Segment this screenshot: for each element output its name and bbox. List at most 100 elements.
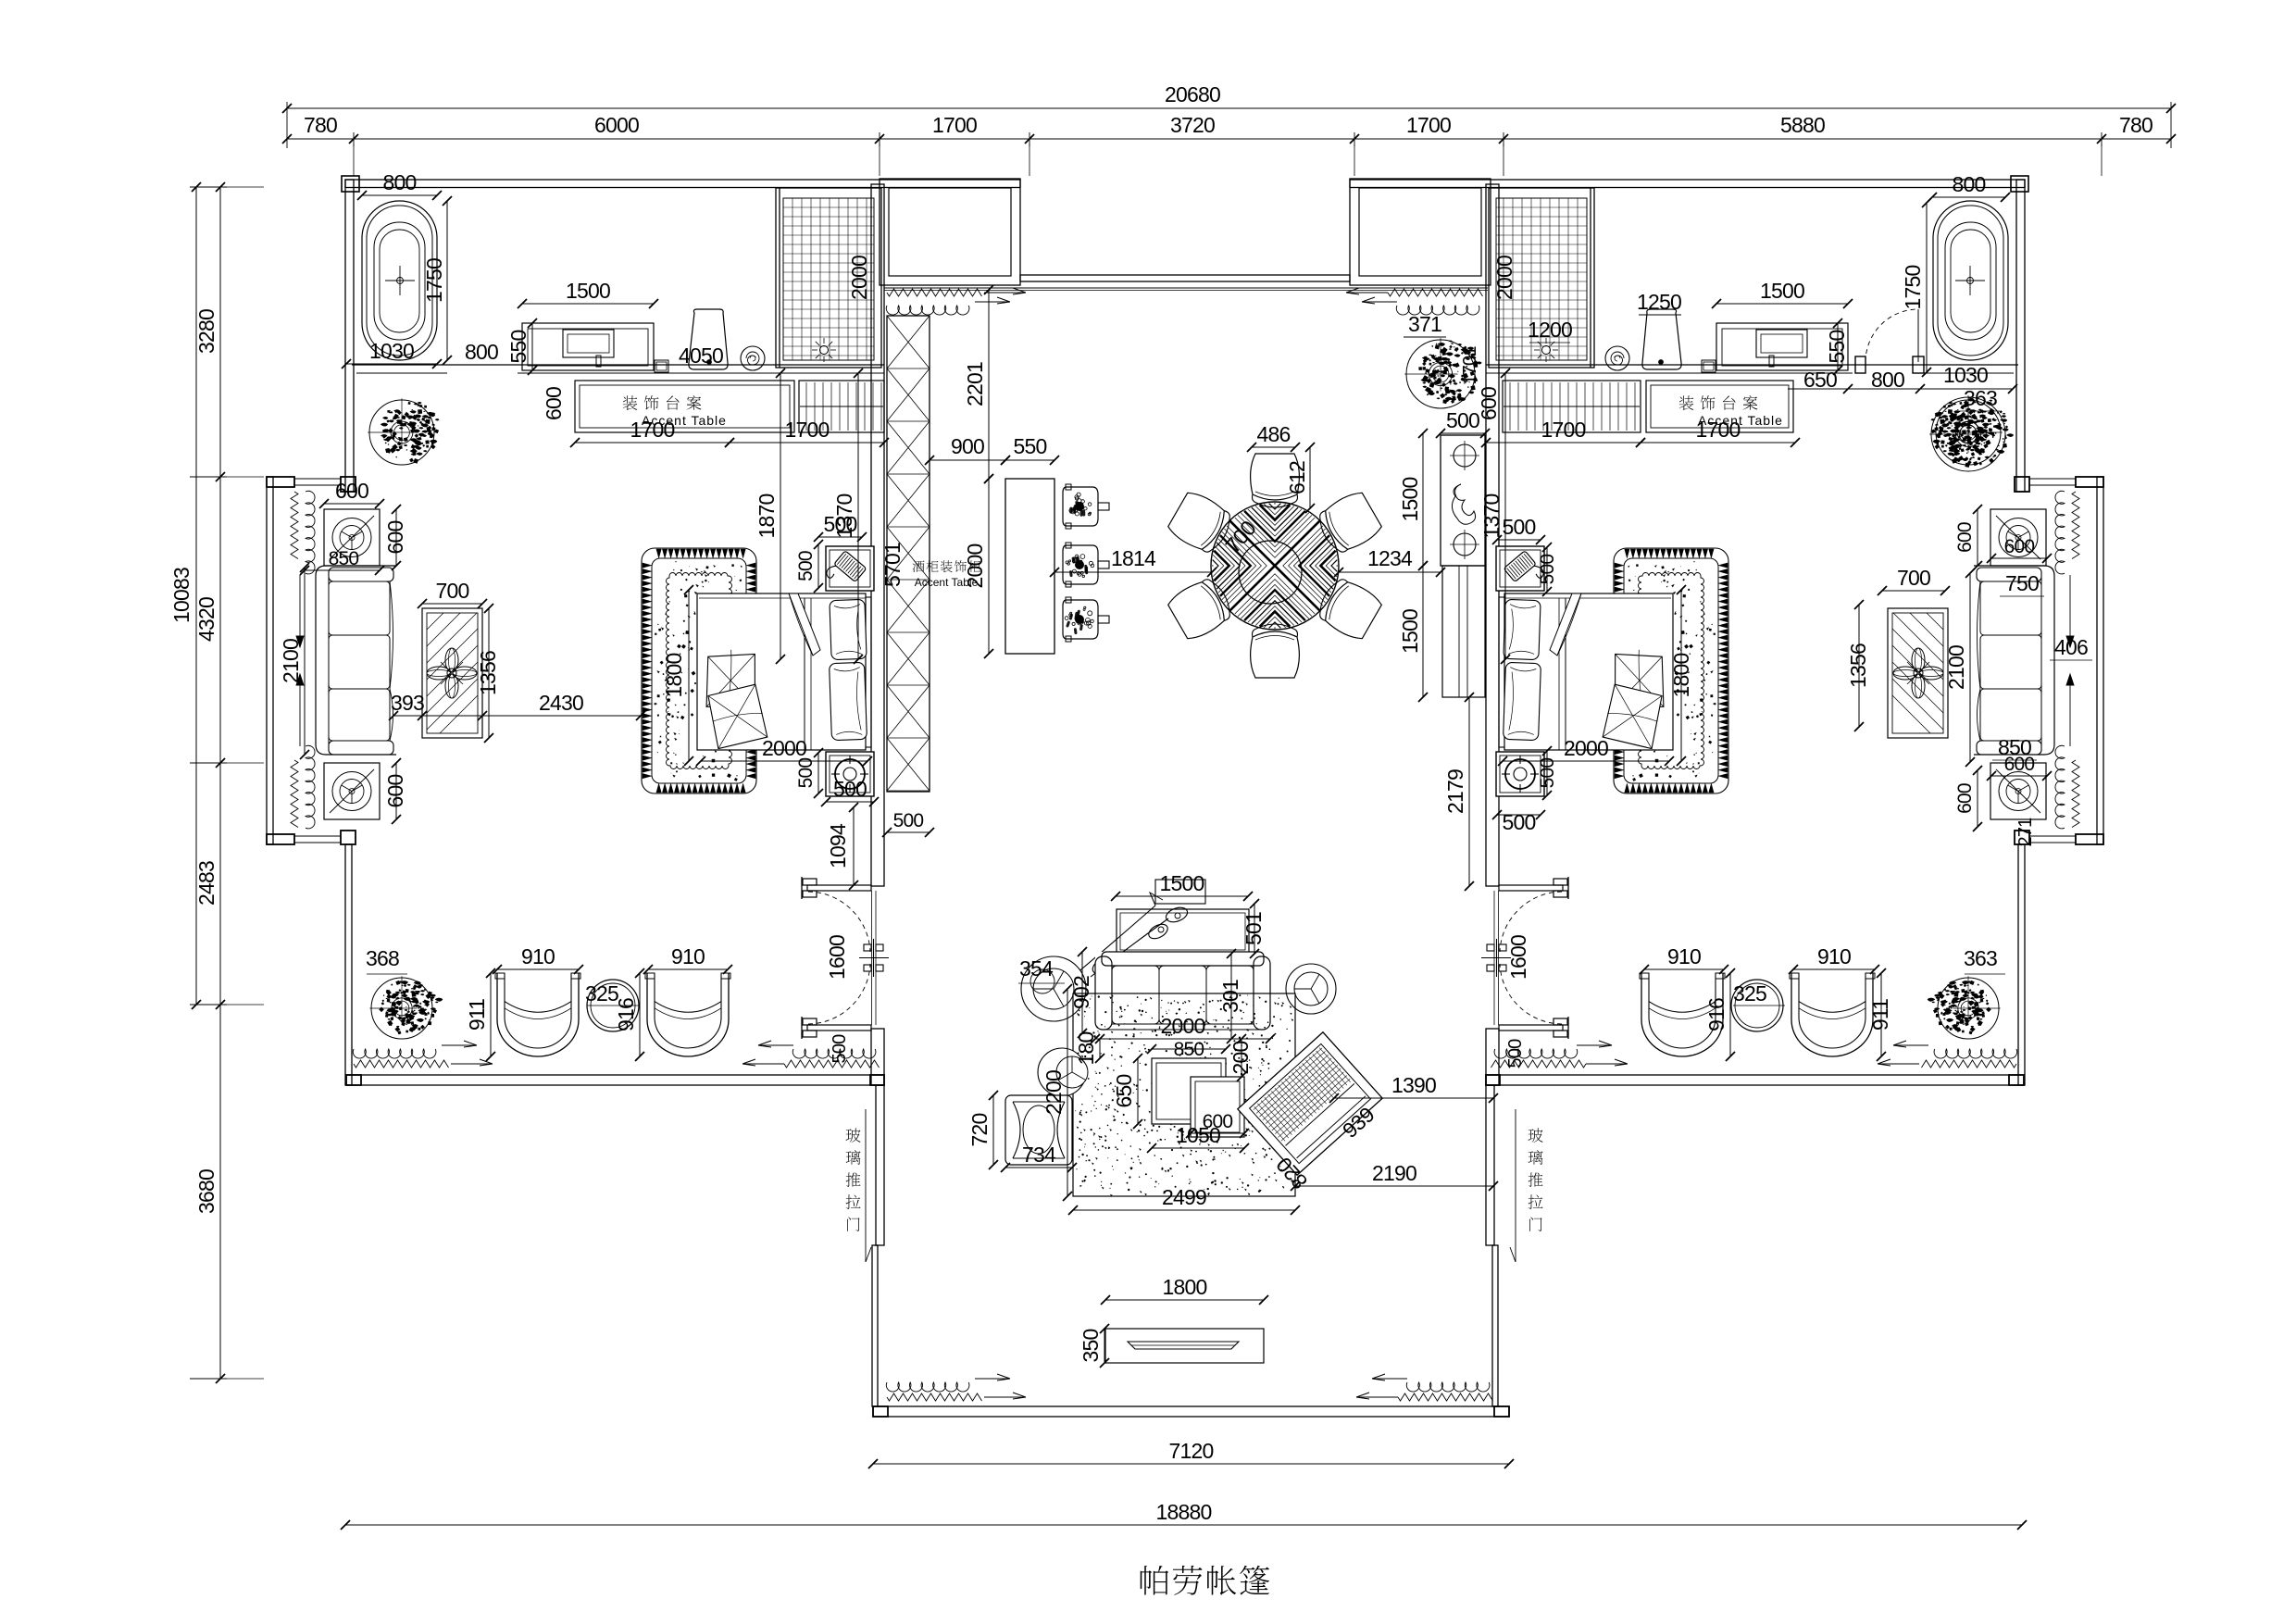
svg-text:600: 600 (2004, 754, 2035, 775)
svg-text:600: 600 (542, 387, 566, 420)
svg-text:734: 734 (1022, 1143, 1056, 1167)
svg-text:1234: 1234 (1367, 546, 1413, 570)
svg-text:354: 354 (1019, 956, 1054, 981)
svg-text:650: 650 (1803, 368, 1837, 392)
svg-text:1700: 1700 (1406, 113, 1451, 137)
svg-text:1094: 1094 (826, 823, 850, 868)
svg-text:6000: 6000 (594, 113, 639, 137)
svg-text:916: 916 (614, 998, 638, 1031)
svg-text:700: 700 (436, 579, 469, 603)
svg-text:Accent Table: Accent Table (915, 576, 979, 589)
svg-text:301: 301 (1218, 980, 1242, 1013)
svg-text:800: 800 (1953, 172, 1986, 196)
svg-text:2201: 2201 (963, 362, 987, 406)
svg-text:18880: 18880 (1156, 1500, 1212, 1524)
svg-text:700: 700 (1897, 566, 1930, 590)
svg-text:1700: 1700 (630, 418, 675, 442)
svg-text:800: 800 (465, 340, 498, 364)
svg-text:780: 780 (304, 113, 337, 137)
svg-text:200: 200 (1229, 1042, 1253, 1075)
svg-text:600: 600 (1954, 783, 1976, 814)
svg-text:600: 600 (383, 775, 407, 808)
svg-text:1390: 1390 (1391, 1073, 1436, 1097)
svg-text:600: 600 (1203, 1111, 1233, 1132)
svg-text:910: 910 (671, 944, 705, 968)
svg-text:750: 750 (2005, 571, 2039, 595)
svg-text:500: 500 (795, 551, 817, 581)
svg-text:501: 501 (1242, 912, 1266, 945)
svg-text:1814: 1814 (1111, 546, 1156, 570)
svg-text:900: 900 (951, 434, 984, 458)
svg-text:Accent Table: Accent Table (1698, 413, 1783, 428)
svg-text:5701: 5701 (880, 543, 905, 587)
svg-text:1370: 1370 (1479, 494, 1504, 539)
svg-text:2000: 2000 (1492, 256, 1516, 300)
svg-text:1500: 1500 (1160, 871, 1204, 895)
svg-text:2000: 2000 (1564, 736, 1608, 760)
svg-text:600: 600 (1477, 387, 1501, 420)
svg-text:500: 500 (795, 758, 817, 789)
svg-text:180: 180 (1074, 1032, 1098, 1066)
svg-text:1700: 1700 (1541, 418, 1586, 442)
svg-text:363: 363 (1964, 386, 1997, 410)
svg-text:800: 800 (383, 170, 417, 194)
svg-text:1800: 1800 (1163, 1275, 1207, 1299)
svg-text:371: 371 (1408, 312, 1441, 336)
svg-text:2430: 2430 (539, 691, 583, 715)
svg-text:1030: 1030 (369, 339, 414, 363)
svg-text:1500: 1500 (1398, 478, 1422, 522)
svg-text:325: 325 (585, 981, 618, 1006)
svg-text:500: 500 (893, 810, 924, 831)
svg-text:2100: 2100 (279, 639, 303, 683)
svg-text:911: 911 (1868, 999, 1892, 1031)
svg-text:1500: 1500 (566, 279, 610, 303)
svg-text:5880: 5880 (1780, 113, 1825, 137)
svg-text:2200: 2200 (1042, 1070, 1066, 1115)
svg-text:2190: 2190 (1372, 1161, 1416, 1185)
svg-text:500: 500 (1503, 810, 1536, 834)
svg-text:350: 350 (1079, 1330, 1103, 1363)
svg-text:Accent Table: Accent Table (642, 413, 727, 428)
svg-text:910: 910 (1817, 944, 1851, 968)
svg-text:271: 271 (2015, 818, 2036, 847)
svg-text:600: 600 (335, 479, 368, 503)
svg-text:500: 500 (1505, 1039, 1526, 1068)
svg-text:600: 600 (2004, 536, 2035, 557)
svg-text:916: 916 (1704, 998, 1728, 1031)
svg-text:1800: 1800 (662, 654, 686, 698)
svg-text:2100: 2100 (1944, 645, 1968, 690)
svg-text:2000: 2000 (963, 544, 987, 589)
svg-text:500: 500 (1503, 515, 1536, 539)
svg-text:500: 500 (1537, 758, 1558, 789)
svg-text:393: 393 (391, 691, 424, 715)
svg-text:1356: 1356 (1846, 643, 1870, 688)
svg-text:1356: 1356 (476, 651, 500, 695)
svg-text:3680: 3680 (194, 1169, 218, 1214)
svg-text:780: 780 (2119, 113, 2152, 137)
svg-text:1250: 1250 (1637, 290, 1681, 314)
svg-text:850: 850 (1998, 735, 2031, 759)
svg-text:2000: 2000 (847, 256, 871, 300)
svg-text:650: 650 (1112, 1075, 1136, 1108)
svg-text:2000: 2000 (762, 736, 806, 760)
svg-text:1050: 1050 (1176, 1123, 1220, 1147)
svg-text:1200: 1200 (1528, 318, 1572, 342)
svg-text:1500: 1500 (1760, 279, 1804, 303)
svg-text:486: 486 (1257, 422, 1291, 446)
svg-text:1600: 1600 (1506, 935, 1530, 980)
svg-text:850: 850 (329, 548, 359, 569)
svg-text:7120: 7120 (1169, 1439, 1214, 1463)
svg-text:800: 800 (1871, 368, 1904, 392)
svg-text:550: 550 (506, 331, 530, 364)
svg-text:550: 550 (1825, 331, 1849, 364)
svg-text:1750: 1750 (1901, 266, 1925, 310)
svg-text:600: 600 (1954, 522, 1976, 553)
svg-text:363: 363 (1964, 946, 1997, 970)
svg-text:910: 910 (521, 944, 555, 968)
svg-text:910: 910 (1667, 944, 1701, 968)
svg-text:20680: 20680 (1165, 82, 1220, 106)
svg-text:2499: 2499 (1162, 1185, 1206, 1209)
svg-text:3720: 3720 (1170, 113, 1215, 137)
svg-text:1700: 1700 (932, 113, 977, 137)
svg-text:612: 612 (1285, 461, 1309, 494)
